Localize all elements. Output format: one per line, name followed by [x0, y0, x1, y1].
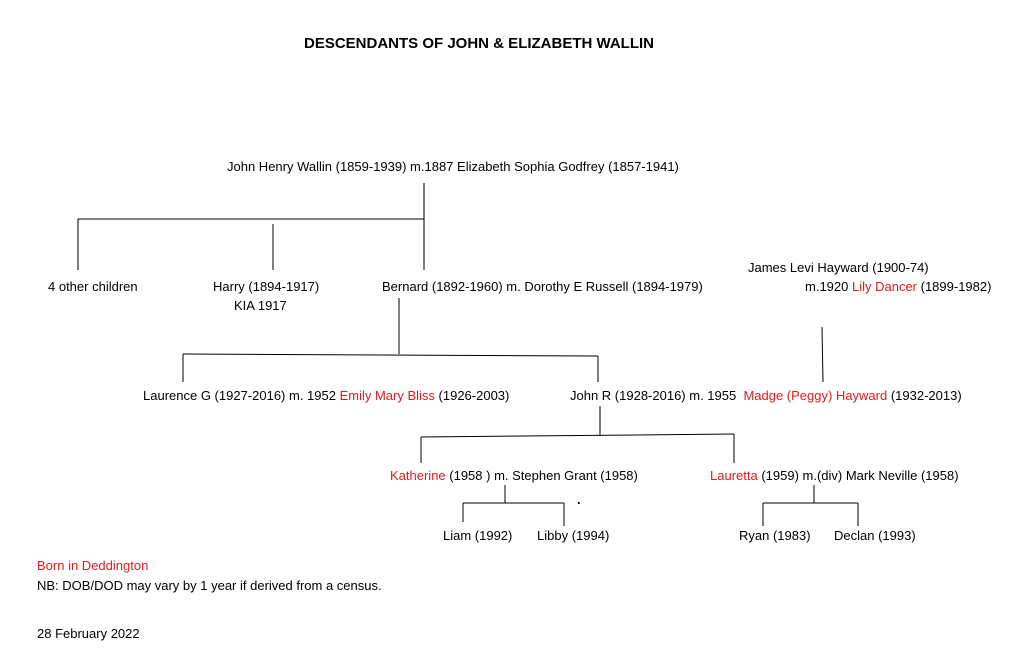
lily-dancer-name: Lily Dancer — [851, 279, 918, 294]
connector — [420, 433, 735, 438]
connector — [182, 353, 599, 357]
madge-hayward-dates: (1932-2013) — [887, 388, 962, 403]
laurence-couple: Laurence G (1927-2016) m. 1952 Emily Mar… — [143, 388, 509, 404]
harry-note: KIA 1917 — [234, 298, 287, 313]
hayward-marriage-prefix: m.1920 — [805, 279, 852, 294]
ryan: Ryan (1983) — [739, 528, 811, 543]
lauretta-couple: Lauretta (1959) m.(div) Mark Neville (19… — [710, 468, 959, 484]
gen1-couple: John Henry Wallin (1859-1939) m.1887 Eli… — [227, 159, 679, 174]
legend-note: NB: DOB/DOD may vary by 1 year if derive… — [37, 578, 382, 593]
laurence-prefix: Laurence G (1927-2016) m. 1952 — [143, 388, 340, 403]
document-date: 28 February 2022 — [37, 626, 140, 641]
lily-dancer-dates: (1899-1982) — [917, 279, 992, 294]
libby: Libby (1994) — [537, 528, 610, 543]
lauretta-rest: (1959) m.(div) Mark Neville (1958) — [757, 468, 959, 483]
emily-bliss-dates: (1926-2003) — [434, 388, 510, 403]
bernard-couple: Bernard (1892-1960) m. Dorothy E Russell… — [382, 279, 703, 294]
lauretta-name: Lauretta — [710, 468, 758, 483]
john-r-prefix: John R (1928-2016) m. 1955 — [570, 388, 744, 403]
declan: Declan (1993) — [834, 528, 916, 543]
page-title: DESCENDANTS OF JOHN & ELIZABETH WALLIN — [304, 35, 655, 52]
connector — [821, 326, 824, 383]
emily-bliss-name: Emily Mary Bliss — [339, 388, 435, 403]
katherine-name: Katherine — [390, 468, 446, 483]
katherine-rest: (1958 ) m. Stephen Grant (1958) — [445, 468, 638, 483]
stray-dot: . — [577, 492, 581, 507]
other-children-label: 4 other children — [48, 279, 138, 294]
harry-name: Harry (1894-1917) — [213, 279, 320, 294]
james-hayward: James Levi Hayward (1900-74) — [748, 260, 929, 275]
hayward-marriage: m.1920 Lily Dancer (1899-1982) — [805, 279, 991, 295]
madge-hayward-name: Madge (Peggy) Hayward — [743, 388, 888, 403]
legend-born-in: Born in Deddington — [37, 558, 149, 573]
john-r-couple: John R (1928-2016) m. 1955 Madge (Peggy)… — [570, 388, 962, 404]
liam: Liam (1992) — [443, 528, 513, 543]
katherine-couple: Katherine (1958 ) m. Stephen Grant (1958… — [390, 468, 638, 484]
